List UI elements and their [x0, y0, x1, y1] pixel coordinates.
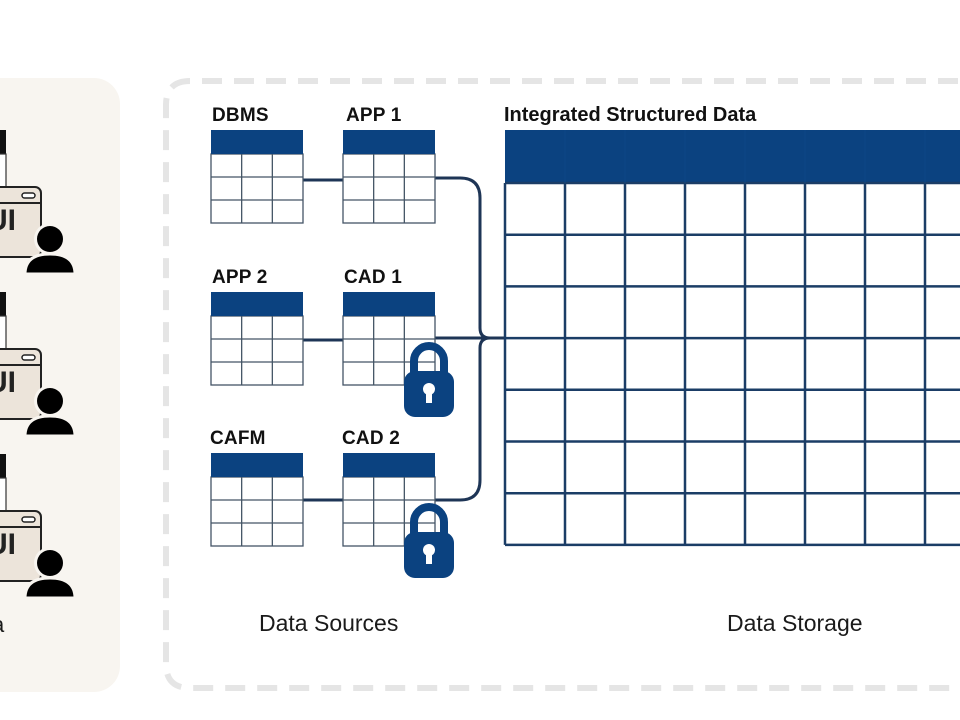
merge-connector-top — [435, 176, 491, 340]
person-body-icon — [23, 576, 77, 600]
table-body — [210, 315, 304, 386]
table-header — [343, 292, 435, 316]
table-fragment-body — [0, 153, 7, 191]
table-body — [342, 153, 436, 224]
lock-icon — [404, 342, 454, 417]
ui-window-icon — [0, 348, 42, 420]
ui-window-label: UI — [0, 204, 16, 237]
source-label-cad2: CAD 2 — [342, 428, 401, 449]
person-body-icon — [23, 414, 77, 438]
ui-window-button — [21, 192, 36, 199]
source-label-cafm: CAFM — [210, 428, 266, 449]
table-body — [210, 153, 304, 224]
user-interface-group — [0, 130, 77, 600]
lock-keyhole-slot — [426, 552, 432, 564]
left-panel-caption: a — [0, 612, 4, 638]
source-table-app2 — [210, 292, 304, 386]
lock-shackle — [410, 342, 448, 375]
person-body-icon — [23, 252, 77, 276]
table-fragment-header — [0, 454, 6, 478]
source-table-app1 — [342, 130, 436, 224]
table-header — [211, 130, 303, 154]
source-table-cafm — [210, 453, 304, 547]
ui-window-icon — [0, 510, 42, 582]
data-storage-label: Data Storage — [727, 610, 863, 636]
table-fragment-body — [0, 315, 7, 353]
source-label-cad1: CAD 1 — [344, 267, 403, 288]
integrated-table-header — [505, 130, 960, 183]
table-header — [211, 292, 303, 316]
person-icon — [37, 550, 63, 576]
source-label-dbms: DBMS — [212, 105, 269, 126]
ui-window-button — [21, 354, 36, 361]
source-table-dbms — [210, 130, 304, 224]
source-label-app2: APP 2 — [212, 267, 268, 288]
integrated-data-table — [503, 130, 960, 547]
person-icon — [37, 388, 63, 414]
table-header — [343, 130, 435, 154]
table-fragment-body — [0, 477, 7, 515]
ui-window-label: UI — [0, 366, 16, 399]
user-ui-group — [0, 292, 77, 438]
user-ui-group — [0, 454, 77, 600]
lock-keyhole-slot — [426, 391, 432, 403]
table-fragment-header — [0, 130, 6, 154]
person-icon — [37, 226, 63, 252]
ui-window-label: UI — [0, 528, 16, 561]
table-header — [211, 453, 303, 477]
data-sources-label: Data Sources — [259, 610, 399, 636]
lock-shackle — [410, 503, 448, 536]
table-body — [210, 476, 304, 547]
ui-window-icon — [0, 186, 42, 258]
table-header — [343, 453, 435, 477]
table-fragment-header — [0, 292, 6, 316]
user-ui-group — [0, 130, 77, 276]
connectors — [303, 176, 505, 502]
lock-icon — [404, 503, 454, 578]
integrated-data-title: Integrated Structured Data — [504, 104, 757, 126]
source-label-app1: APP 1 — [346, 105, 402, 126]
ui-window-button — [21, 516, 36, 523]
merge-connector-bottom — [435, 336, 491, 502]
